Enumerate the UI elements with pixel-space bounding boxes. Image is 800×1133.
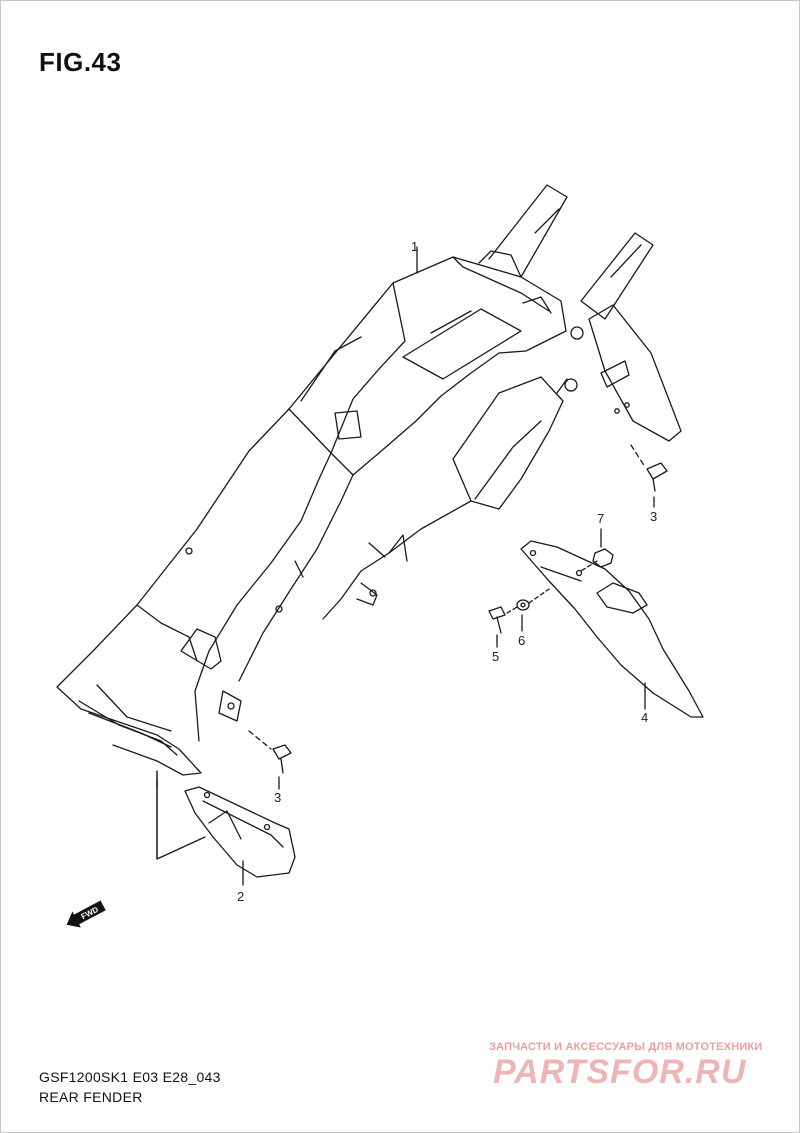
fwd-badge: FWD: [66, 900, 106, 928]
bolt-part-3-lower: [248, 730, 292, 774]
callout-7: 7: [597, 511, 604, 526]
watermark-logo: PARTSFOR.RU: [493, 1053, 747, 1091]
callout-6: 6: [518, 633, 525, 648]
nut-part-7: [592, 548, 614, 568]
fwd-arrow-icon: [66, 900, 106, 928]
figure-title: FIG.43: [39, 47, 122, 77]
callout-5: 5: [492, 649, 499, 664]
section-name: REAR FENDER: [39, 1089, 143, 1105]
model-code: GSF1200SK1 E03 E28_043: [39, 1069, 221, 1085]
fender-liner-part-2: [156, 770, 296, 878]
mud-flap-part-4: [520, 540, 704, 718]
watermark-caption: ЗАПЧАСТИ И АКСЕССУАРЫ ДЛЯ МОТОТЕХНИКИ: [489, 1041, 763, 1053]
callout-4: 4: [641, 710, 648, 725]
bolt-part-3-upper: [630, 444, 668, 492]
callout-3-lower: 3: [274, 790, 281, 805]
callout-1: 1: [411, 239, 418, 254]
screw-part-5: [488, 606, 506, 634]
washer-part-6: [516, 599, 530, 611]
callout-3-upper: 3: [650, 509, 657, 524]
callout-2: 2: [237, 889, 244, 904]
rear-fender-part-1: [56, 184, 682, 776]
